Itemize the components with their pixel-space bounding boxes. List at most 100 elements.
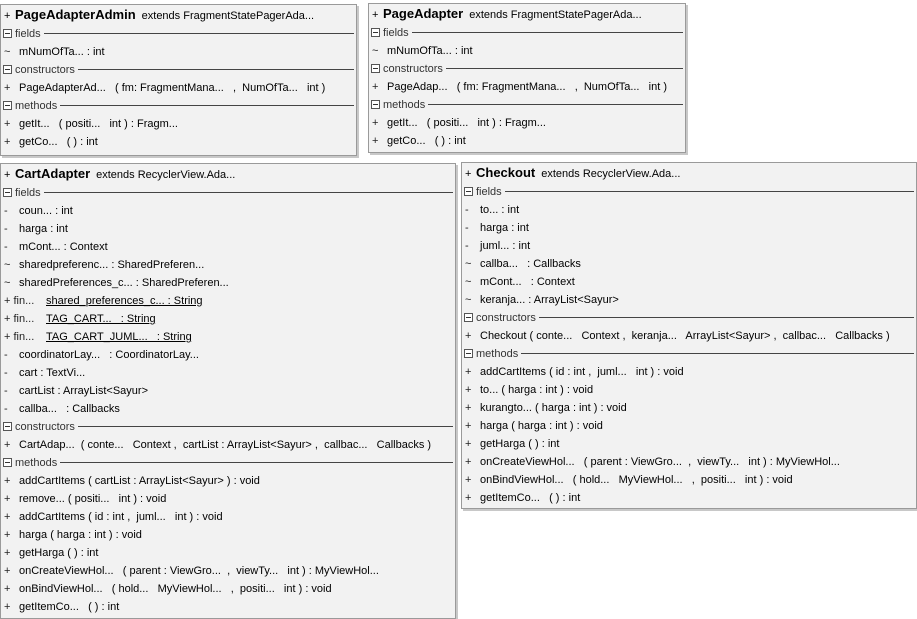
field-row[interactable]: ~sharedPreferences_c... : SharedPreferen… [1,274,455,292]
visibility-marker: + fin... [4,331,35,343]
member-signature: getIt... ( positi... int ) : Fragm... [19,118,178,130]
section-header-constructors[interactable]: constructors [369,60,685,78]
section-header-methods[interactable]: methods [462,345,916,363]
constructor-row[interactable]: +Checkout ( conte... Context , keranja..… [462,327,916,345]
method-row[interactable]: +addCartItems ( id : int , juml... int )… [462,363,916,381]
field-row[interactable]: + fin...TAG_CART... : String [1,310,455,328]
section-header-constructors[interactable]: constructors [462,309,916,327]
method-row[interactable]: +getIt... ( positi... int ) : Fragm... [1,115,356,133]
visibility-marker: + [372,81,379,93]
method-row[interactable]: +harga ( harga : int ) : void [462,417,916,435]
field-row[interactable]: -harga : int [1,220,455,238]
section-header-fields[interactable]: fields [1,184,455,202]
method-row[interactable]: +to... ( harga : int ) : void [462,381,916,399]
method-row[interactable]: +harga ( harga : int ) : void [1,526,455,544]
collapse-toggle-icon[interactable] [371,100,380,109]
field-row[interactable]: ~callba... : Callbacks [462,255,916,273]
member-signature: callba... : Callbacks [19,403,120,415]
method-row[interactable]: +getCo... ( ) : int [369,132,685,150]
method-row[interactable]: +onCreateViewHol... ( parent : ViewGro..… [1,562,455,580]
collapse-toggle-icon[interactable] [3,458,12,467]
field-row[interactable]: + fin...TAG_CART_JUML... : String [1,328,455,346]
visibility-marker: + [465,474,472,486]
method-row[interactable]: +addCartItems ( id : int , juml... int )… [1,508,455,526]
section-divider [60,105,354,106]
member-signature: getCo... ( ) : int [19,136,98,148]
method-row[interactable]: +kurangto... ( harga : int ) : void [462,399,916,417]
method-row[interactable]: + getCo... ( ) : int [1,133,356,151]
section-header-fields[interactable]: fields [1,25,356,43]
visibility-marker: - [465,204,469,216]
method-row[interactable]: +remove... ( positi... int ) : void [1,490,455,508]
collapse-toggle-icon[interactable] [3,29,12,38]
visibility-marker: ~ [372,45,379,57]
method-row[interactable]: +addCartItems ( cartList : ArrayList<Say… [1,472,455,490]
collapse-toggle-icon[interactable] [464,313,473,322]
class-extends: extends FragmentStatePagerAda... [469,9,642,21]
collapse-toggle-icon[interactable] [3,101,12,110]
constructor-row[interactable]: +PageAdap... ( fm: FragmentMana... , Num… [369,78,685,96]
field-row[interactable]: -juml... : int [462,237,916,255]
class-name: PageAdapter [383,6,464,21]
member-signature: getItemCo... ( ) : int [480,492,581,504]
field-row[interactable]: -to... : int [462,201,916,219]
method-row[interactable]: +onCreateViewHol... ( parent : ViewGro..… [462,453,916,471]
visibility-marker: + [4,583,11,595]
visibility-marker: - [4,223,8,235]
field-row[interactable]: + fin... shared_preferences_c... : String [1,292,455,310]
visibility-marker: - [4,367,8,379]
collapse-toggle-icon[interactable] [371,28,380,37]
method-row[interactable]: +onBindViewHol... ( hold... MyViewHol...… [462,471,916,489]
collapse-toggle-icon[interactable] [464,187,473,196]
collapse-toggle-icon[interactable] [3,188,12,197]
class-extends: extends FragmentStatePagerAda... [141,10,315,22]
field-row[interactable]: -harga : int [462,219,916,237]
field-row[interactable]: -callba... : Callbacks [1,400,455,418]
collapse-toggle-icon[interactable] [464,349,473,358]
section-header-methods[interactable]: methods [1,97,356,115]
constructor-row[interactable]: +CartAdap... ( conte... Context , cartLi… [1,436,455,454]
method-row[interactable]: +getIt... ( positi... int ) : Fragm... [369,114,685,132]
collapse-toggle-icon[interactable] [371,64,380,73]
section-header-methods[interactable]: methods [369,96,685,114]
field-row[interactable]: ~mCont... : Context [462,273,916,291]
section-header-methods[interactable]: methods [1,454,455,472]
field-row[interactable]: ~mNumOfTa... : int [369,42,685,60]
collapse-toggle-icon[interactable] [3,65,12,74]
field-row[interactable]: -cartList : ArrayList<Sayur> [1,382,455,400]
member-signature: shared_preferences_c... : String [46,295,203,307]
method-row[interactable]: + getItemCo... ( ) : int [462,489,916,507]
member-signature: getHarga ( ) : int [19,547,99,559]
section-header-fields[interactable]: fields [462,183,916,201]
visibility-marker: ~ [465,276,472,288]
method-row[interactable]: +getHarga ( ) : int [462,435,916,453]
method-row[interactable]: +getHarga ( ) : int [1,544,455,562]
section-divider [44,33,354,34]
field-row[interactable]: ~mNumOfTa... : int [1,43,356,61]
field-row[interactable]: -coun... : int [1,202,455,220]
field-row[interactable]: -coordinatorLay... : CoordinatorLay... [1,346,455,364]
section-divider [428,104,683,105]
field-row[interactable]: -mCont... : Context [1,238,455,256]
class-box-page-adapter[interactable]: + PageAdapter extends FragmentStatePagerAd… [368,3,686,153]
section-header-fields[interactable]: fields [369,24,685,42]
member-signature: PageAdapterAd... ( fm: FragmentMana... ,… [19,82,326,94]
method-row[interactable]: +onBindViewHol... ( hold... MyViewHol...… [1,580,455,598]
section-divider [412,32,683,33]
field-row[interactable]: ~sharedpreferenc... : SharedPreferen... [1,256,455,274]
constructor-row[interactable]: +PageAdapterAd... ( fm: FragmentMana... … [1,79,356,97]
field-row[interactable]: ~keranja... : ArrayList<Sayur> [462,291,916,309]
visibility-marker: + [465,492,472,504]
member-signature: mNumOfTa... : int [19,46,105,58]
visibility-marker: + fin... [4,295,35,307]
visibility-marker: + [4,136,11,148]
method-row[interactable]: +getItemCo... ( ) : int [1,598,455,616]
field-row[interactable]: -cart : TextVi... [1,364,455,382]
collapse-toggle-icon[interactable] [3,422,12,431]
section-header-constructors[interactable]: constructors [1,61,356,79]
section-header-constructors[interactable]: constructors [1,418,455,436]
